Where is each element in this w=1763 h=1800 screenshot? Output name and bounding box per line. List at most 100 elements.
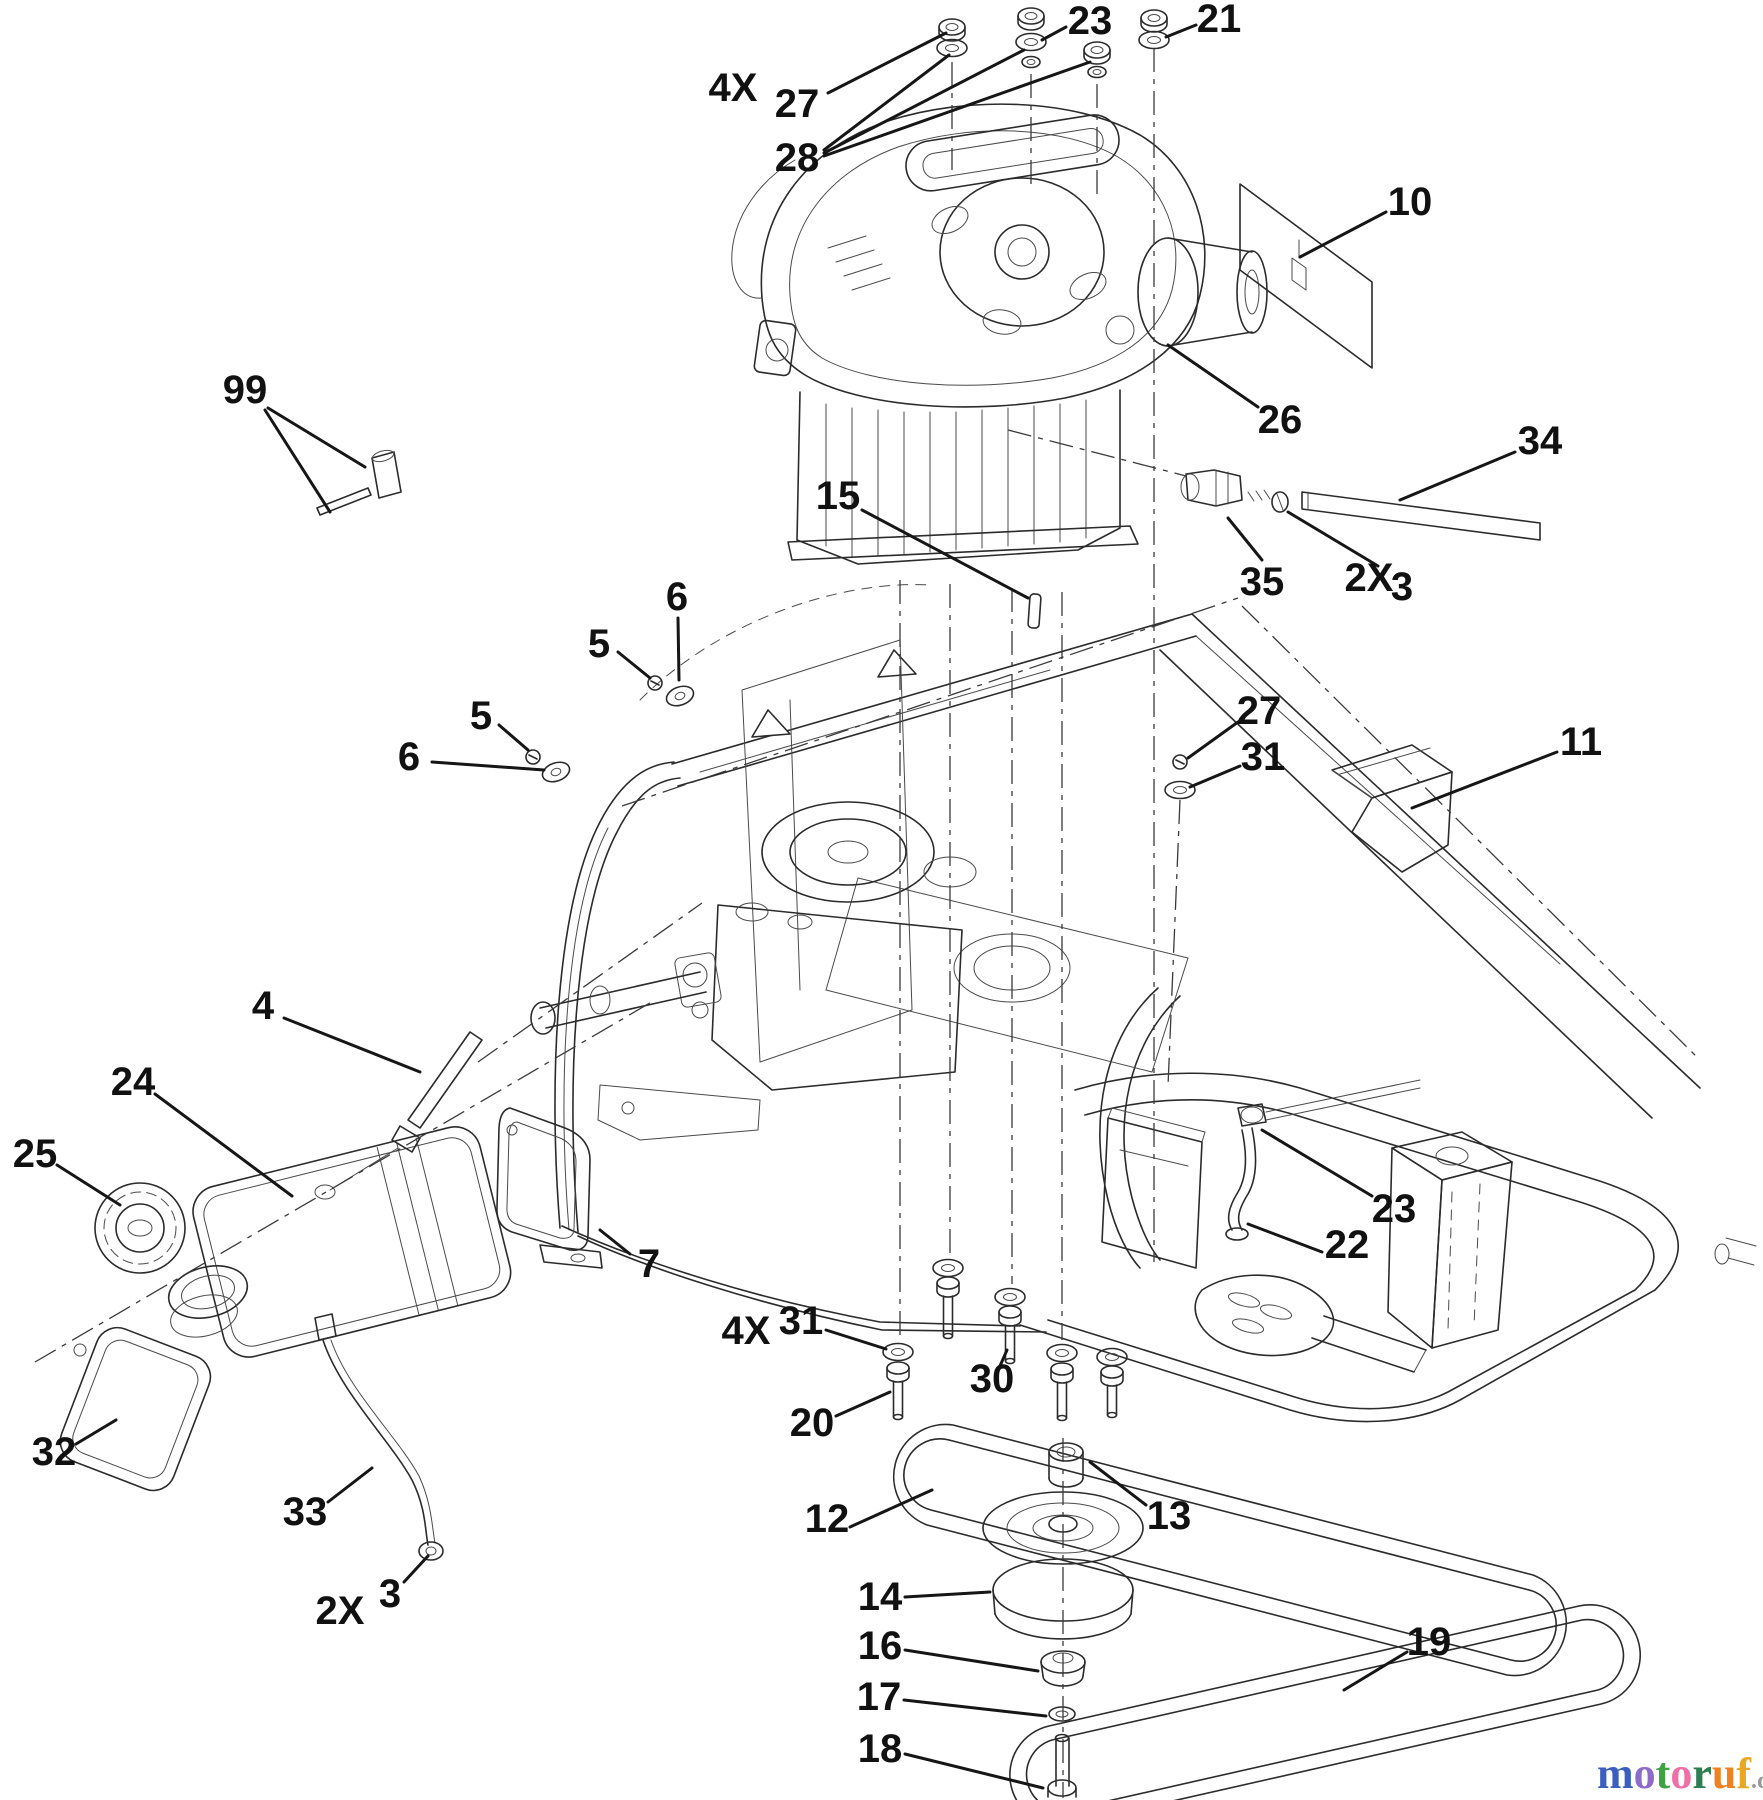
leader-line-3 — [1286, 510, 1380, 568]
callout-label-35: 35 — [1240, 560, 1285, 604]
center-axis-line — [34, 999, 656, 1363]
hose-clamp-3 — [1271, 491, 1289, 513]
belt-drive-assembly — [892, 1423, 1641, 1800]
watermark-logo: motoruf.de — [1597, 1749, 1763, 1798]
tank-plate-32 — [59, 1326, 212, 1492]
leader-line-11 — [1410, 750, 1559, 810]
support-rod-22 — [1225, 1079, 1421, 1241]
callout-label-5: 5 — [588, 622, 610, 666]
leader-line-28 — [822, 60, 1092, 158]
bolt-18 — [1047, 1733, 1077, 1798]
screwsm-fastener — [1172, 754, 1188, 770]
nut-fastener — [1140, 9, 1168, 33]
callout-label-17: 17 — [857, 1675, 902, 1719]
washer-fastener — [994, 1287, 1026, 1307]
nut-fastener — [938, 18, 966, 42]
fuel-cap-25 — [94, 1182, 186, 1274]
callout-label-24: 24 — [111, 1060, 156, 1104]
seat-tower — [1387, 1131, 1513, 1349]
callout-label-5: 5 — [470, 694, 492, 738]
fastener-hardware — [525, 7, 1196, 1422]
transmission-assembly — [530, 801, 977, 1141]
bolt-fastener — [1050, 1362, 1074, 1422]
deflector-11 — [1331, 744, 1453, 873]
center-axis-line — [621, 597, 1239, 807]
nutsm-fastener — [1021, 55, 1041, 69]
leader-line-28 — [822, 48, 1026, 155]
leader-line-3 — [402, 1554, 430, 1584]
leader-line-19 — [1342, 1650, 1409, 1692]
washer-fastener — [1015, 32, 1047, 52]
leader-line-15 — [860, 508, 1030, 600]
leader-line-12 — [848, 1488, 934, 1529]
leader-line-30 — [998, 1348, 1009, 1368]
callout-label-27: 27 — [775, 82, 820, 126]
leader-line-35 — [1226, 516, 1264, 562]
frame-rails — [561, 584, 1701, 1333]
leader-line-31 — [824, 1328, 888, 1351]
brake-arm — [1194, 1274, 1427, 1373]
logo-letter: u — [1712, 1749, 1736, 1798]
leader-line-4 — [282, 1016, 422, 1074]
motoruf-logo: motoruf.de — [1597, 1749, 1763, 1798]
callout-label-6: 6 — [666, 575, 688, 619]
leader-line-32 — [74, 1418, 118, 1446]
leader-line-17 — [902, 1698, 1048, 1718]
fuel-tank-24 — [192, 1126, 512, 1358]
logo-suffix: .de — [1751, 1768, 1763, 1794]
leader-line-13 — [1088, 1460, 1148, 1507]
logo-letter: f — [1736, 1749, 1752, 1798]
fuel-tank-assembly — [59, 1031, 603, 1561]
callout-label-2X: 2X — [1345, 556, 1394, 600]
callout-label-14: 14 — [858, 1575, 903, 1619]
leader-line-20 — [834, 1390, 892, 1418]
washer-fastener — [932, 1258, 964, 1278]
logo-letter: m — [1597, 1749, 1634, 1798]
leader-line-21 — [1164, 23, 1198, 39]
center-axis-line — [1007, 429, 1187, 477]
callout-label-31: 31 — [1241, 735, 1286, 779]
callout-label-27: 27 — [1237, 689, 1282, 733]
callout-label-31: 31 — [779, 1299, 824, 1343]
leader-line-5 — [497, 723, 530, 752]
bolt-fastener — [998, 1305, 1022, 1365]
callout-label-33: 33 — [283, 1490, 328, 1534]
center-axis-line — [1167, 799, 1181, 1087]
frame-rear-section — [1019, 987, 1757, 1423]
callout-label-6: 6 — [398, 735, 420, 779]
callout-label-3: 3 — [379, 1572, 401, 1616]
throttle-linkage — [1180, 469, 1541, 541]
leader-line-14 — [903, 1590, 992, 1599]
callout-label-19: 19 — [1407, 1620, 1452, 1664]
leader-line-23 — [1260, 1128, 1374, 1198]
washertilt-fastener — [541, 761, 571, 783]
filler-neck — [167, 1265, 249, 1319]
leader-line-26 — [1166, 343, 1260, 409]
callout-label-20: 20 — [790, 1401, 835, 1445]
center-axis-line — [477, 902, 703, 1063]
tank-bracket-7 — [496, 1107, 603, 1269]
leader-line-34 — [1398, 450, 1517, 502]
leader-line-27 — [826, 31, 948, 95]
callout-label-13: 13 — [1147, 1494, 1192, 1538]
leader-line-16 — [903, 1648, 1040, 1673]
callout-label-26: 26 — [1258, 398, 1303, 442]
leader-line-25 — [55, 1163, 122, 1207]
leader-line-22 — [1246, 1222, 1324, 1254]
callout-label-23: 23 — [1068, 0, 1113, 43]
leader-line-18 — [903, 1752, 1045, 1790]
hose-clamp-3b — [418, 1541, 444, 1561]
washer-fastener — [1046, 1343, 1078, 1363]
callout-label-3: 3 — [1391, 565, 1413, 609]
callout-label-15: 15 — [816, 474, 861, 518]
washertilt-fastener — [665, 685, 695, 707]
callout-label-34: 34 — [1518, 419, 1563, 463]
leader-line-27 — [1186, 720, 1240, 760]
spacer-13 — [1048, 1442, 1084, 1488]
nut-fastener — [1017, 7, 1045, 31]
washer-17 — [1048, 1706, 1076, 1722]
callout-label-25: 25 — [13, 1132, 58, 1176]
drive-belt-12 — [892, 1423, 1568, 1677]
